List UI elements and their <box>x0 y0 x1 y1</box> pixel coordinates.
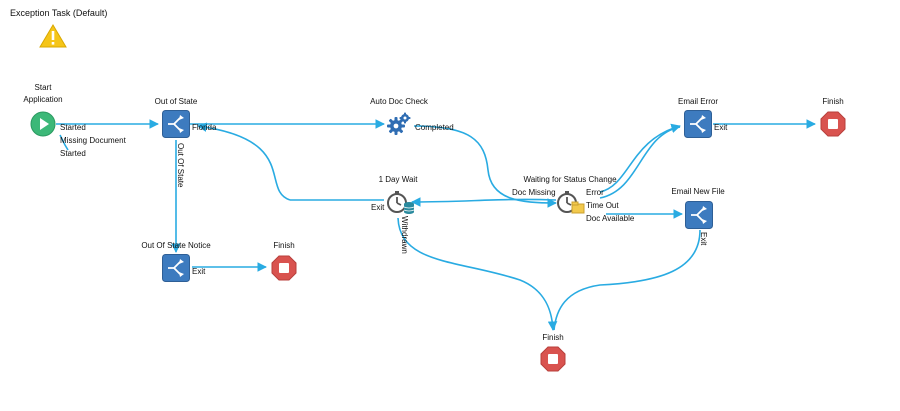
edge-error-to-email-error <box>599 123 681 193</box>
edge-label-florida: Florida <box>192 123 217 132</box>
auto-doc-check-title: Auto Doc Check <box>370 97 428 106</box>
edge-label-exit-email-new: Exit <box>699 232 708 246</box>
edge-label-out-of-state: Out Of State <box>176 143 185 188</box>
email-new-file-node[interactable] <box>685 201 713 234</box>
edge-label-time-out: Time Out <box>586 201 619 210</box>
edge-timeout-to-email-error <box>599 126 681 199</box>
waiting-status-node[interactable] <box>556 188 586 221</box>
finish-bottom-node[interactable] <box>540 346 566 377</box>
branch-arrows-icon <box>162 110 190 138</box>
stop-octagon-icon <box>540 346 566 372</box>
finish-left-title: Finish <box>273 241 295 250</box>
edge-label-exit-wait: Exit <box>371 203 385 212</box>
gear-icon <box>387 112 411 135</box>
edge-label-started-1: Started <box>60 123 86 132</box>
email-error-node[interactable] <box>684 110 712 143</box>
stop-octagon-icon <box>271 255 297 281</box>
start-title-line2: Application <box>23 95 63 104</box>
edge-florida-loop <box>197 122 291 201</box>
one-day-wait-node[interactable] <box>386 188 416 221</box>
branch-arrows-icon <box>162 254 190 282</box>
stopwatch-icon <box>387 191 415 214</box>
email-error-title: Email Error <box>677 97 719 106</box>
edge-label-completed: Completed <box>415 123 454 132</box>
warning-triangle-icon[interactable] <box>39 24 67 53</box>
waiting-status-title: Waiting for Status Change <box>523 175 617 184</box>
edge-email-new-to-finish <box>553 229 701 331</box>
edge-label-doc-missing: Doc Missing <box>512 188 556 197</box>
play-circle-icon <box>30 111 56 137</box>
auto-doc-check-node[interactable] <box>386 111 412 142</box>
exception-task-title: Exception Task (Default) <box>10 8 108 18</box>
start-title-line1: Start <box>34 83 52 92</box>
out-of-state-node[interactable] <box>162 110 190 143</box>
finish-top-title: Finish <box>822 97 844 106</box>
stop-octagon-icon <box>820 111 846 137</box>
out-of-state-notice-node[interactable] <box>162 254 190 287</box>
edge-label-exit-email-error: Exit <box>714 123 728 132</box>
edge-doc-missing-to-wait <box>411 197 557 207</box>
edge-label-started-2: Started <box>60 149 86 158</box>
edge-auto-doc-to-waiting <box>413 125 557 208</box>
edge-label-withdrawn: Withdrawn <box>400 216 409 254</box>
edge-label-error: Error <box>586 188 604 197</box>
edge-label-doc-available: Doc Available <box>586 214 635 223</box>
start-node[interactable] <box>30 111 56 142</box>
out-of-state-title: Out of State <box>154 97 198 106</box>
one-day-wait-title: 1 Day Wait <box>378 175 418 184</box>
finish-bottom-title: Finish <box>542 333 564 342</box>
edge-label-exit-notice: Exit <box>192 267 206 276</box>
finish-left-node[interactable] <box>271 255 297 286</box>
branch-arrows-icon <box>684 110 712 138</box>
edge-withdrawn-to-finish <box>397 217 558 331</box>
branch-arrows-icon <box>685 201 713 229</box>
stopwatch-icon <box>557 191 585 214</box>
edge-label-missing-document: Missing Document <box>60 136 126 145</box>
email-new-file-title: Email New File <box>671 187 725 196</box>
out-of-state-notice-title: Out Of State Notice <box>141 241 211 250</box>
finish-top-node[interactable] <box>820 111 846 142</box>
edge-missing-document <box>59 134 69 151</box>
